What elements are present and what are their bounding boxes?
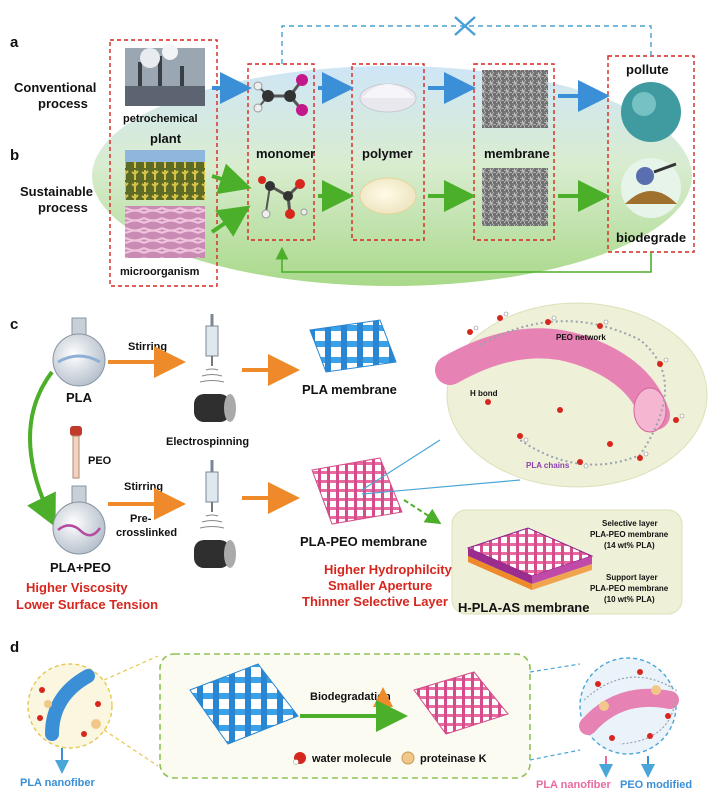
sustainable-label-line2: process (38, 200, 88, 215)
pla-peo-membrane-label: PLA-PEO membrane (300, 534, 427, 549)
panel-label-d: d (10, 639, 19, 656)
membrane-sem-bottom (482, 168, 548, 226)
polymer-pellet-bottom (359, 177, 417, 215)
stirring-label-1: Stirring (128, 341, 167, 353)
selective-layer-1: Selective layer (602, 519, 658, 528)
property-left-1: Higher Viscosity (26, 580, 128, 595)
property-left-2: Lower Surface Tension (16, 597, 158, 612)
pla-chains-label: PLA chains (526, 461, 570, 470)
membrane-sem-top (482, 70, 548, 128)
microorganism-label: microorganism (120, 266, 200, 278)
pla-membrane-mesh (309, 319, 397, 373)
hpla-as-label: H-PLA-AS membrane (458, 600, 589, 615)
pla-peo-membrane-mesh (311, 457, 403, 525)
monomer-label: monomer (256, 146, 315, 161)
pla-peo-label: PLA+PEO (50, 560, 111, 575)
proteinase-label: proteinase K (420, 753, 487, 765)
stirring-label-2: Stirring (124, 481, 163, 493)
syringe-electrospinning-1 (194, 314, 236, 422)
blocked-x-icon (454, 16, 476, 36)
petrochemical-label: petrochemical (123, 113, 198, 125)
water-molecule-label: water molecule (311, 753, 391, 765)
pla-nanofiber-right (579, 688, 679, 735)
membrane-dashed-box (473, 63, 555, 241)
support-layer-1: Support layer (606, 573, 658, 582)
h-bond-label: H bond (470, 389, 498, 398)
sustainable-loop (275, 246, 652, 273)
precrosslinked-line2: crosslinked (116, 527, 177, 539)
pla-nanofiber-left-label: PLA nanofiber (20, 777, 95, 789)
peo-dropper (70, 426, 82, 479)
selective-layer-3: (14 wt% PLA) (604, 541, 655, 550)
polymer-label: polymer (362, 146, 413, 161)
support-layer-3: (10 wt% PLA) (604, 595, 655, 604)
blue-mesh-before (189, 663, 299, 745)
pla-nanofiber-right-label: PLA nanofiber (536, 779, 611, 791)
syringe-electrospinning-2 (194, 460, 236, 568)
monomer-dashed-box (247, 63, 315, 241)
microorganism-image (125, 206, 205, 258)
membrane-label: membrane (484, 146, 550, 161)
property-right-3: Thinner Selective Layer (302, 594, 448, 609)
pla-fiber-zoom (435, 328, 670, 430)
conventional-label-line1: Conventional (14, 80, 96, 95)
pink-mesh-after (413, 671, 509, 735)
monomer-molecule-top (253, 74, 308, 116)
flask-transfer-arrow (27, 370, 56, 528)
pla-membrane-label: PLA membrane (302, 382, 397, 397)
recycle-loop-blocked (281, 25, 652, 64)
pla-flask (52, 317, 106, 387)
peo-label: PEO (88, 455, 112, 467)
pla-label: PLA (66, 390, 93, 405)
pla-peo-flask (52, 485, 106, 555)
source-dashed-box (109, 39, 218, 287)
polymer-dashed-box (351, 63, 425, 241)
property-right-1: Higher Hydrophilcity (324, 562, 453, 577)
panel-label-c: c (10, 316, 18, 333)
panel-label-a: a (10, 34, 19, 51)
conventional-label-line2: process (38, 96, 88, 111)
electrospinning-label: Electrospinning (166, 436, 249, 448)
panel-label-b: b (10, 147, 19, 164)
peo-modified-label: PEO modified (620, 779, 692, 791)
biodegradation-label: Biodegradation (310, 691, 391, 703)
support-layer-2: PLA-PEO membrane (590, 584, 669, 593)
property-right-2: Smaller Aperture (328, 578, 432, 593)
selective-layer-2: PLA-PEO membrane (590, 530, 669, 539)
plant-label: plant (150, 131, 182, 146)
sustainable-label-line1: Sustainable (20, 184, 93, 199)
precrosslinked-line1: Pre- (130, 513, 152, 525)
proteinase-icon (401, 751, 415, 765)
pla-nanofiber-left (45, 669, 95, 741)
pollute-label: pollute (626, 62, 669, 77)
biodegrade-label: biodegrade (616, 230, 686, 245)
peo-network-label: PEO network (556, 333, 606, 342)
monomer-molecule-bottom (258, 176, 308, 219)
